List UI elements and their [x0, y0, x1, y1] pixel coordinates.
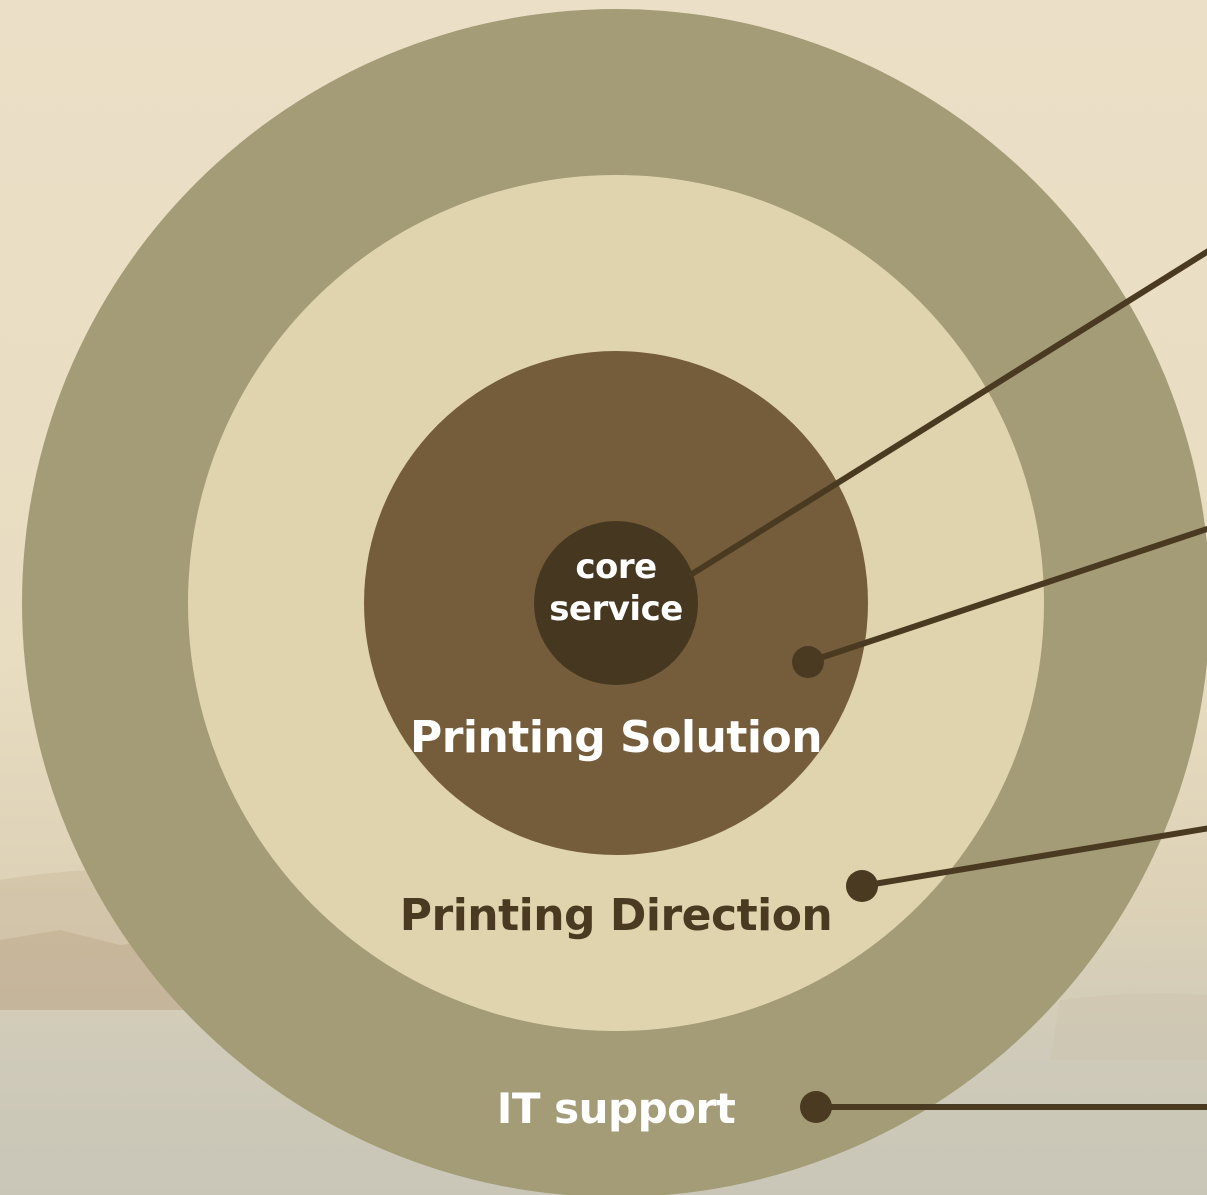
label-core-service: core service: [549, 547, 683, 629]
connector-core-service: [689, 248, 1207, 577]
label-printing-solution: Printing Solution: [409, 712, 823, 763]
dot-it-support: [800, 1091, 832, 1123]
connector-dots: [792, 646, 878, 1123]
label-it-support: IT support: [496, 1084, 736, 1133]
connector-printing-direction: [859, 825, 1207, 889]
dot-printing-solution: [792, 646, 824, 678]
connector-printing-solution: [805, 525, 1207, 665]
dot-printing-direction: [846, 870, 878, 902]
ring-core-service: [534, 521, 698, 685]
label-printing-direction: Printing Direction: [399, 890, 833, 941]
connectors: [689, 248, 1207, 1110]
